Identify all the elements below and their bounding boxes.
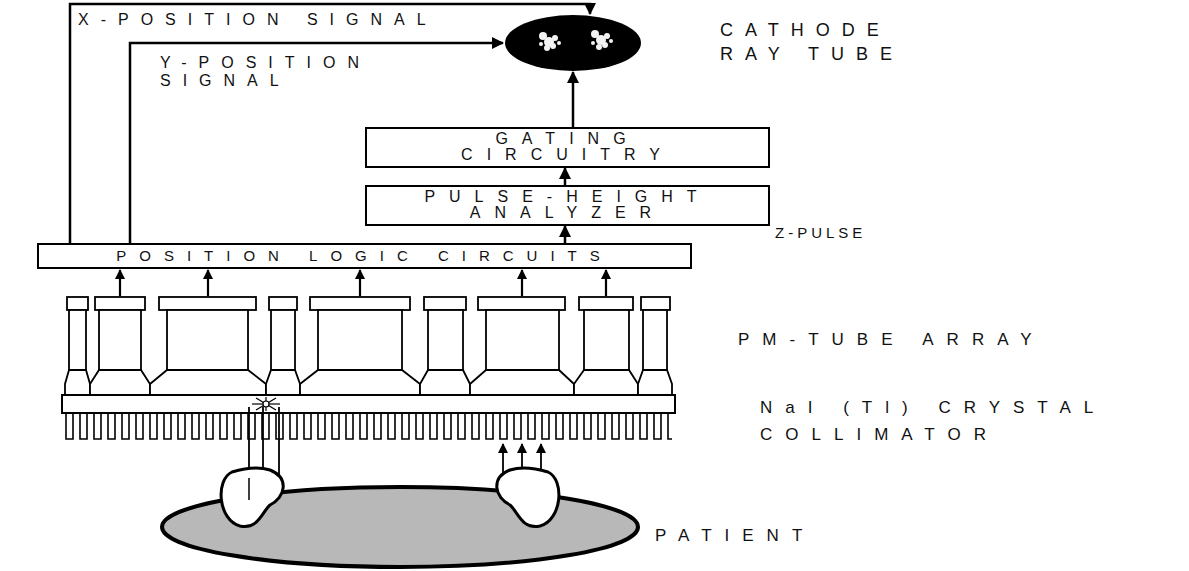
part-label: PATIENT [655, 526, 815, 546]
analyzer-box: PULSE-HEIGHT ANALYZER [365, 185, 770, 226]
scintillation-flash [252, 397, 280, 411]
signal-label: Z-PULSE [775, 224, 866, 242]
signal-label: X-POSITION SIGNAL [78, 11, 438, 29]
logic-box: POSITION LOGIC CIRCUITS [37, 243, 692, 269]
signal-label: Y-POSITION SIGNAL [160, 54, 460, 90]
box-label: PULSE-HEIGHT ANALYZER [398, 189, 738, 221]
signal-arrow [564, 226, 567, 243]
device-label: CATHODE RAY TUBE [720, 18, 960, 66]
part-label: COLLIMATOR [760, 425, 999, 445]
box-label: POSITION LOGIC CIRCUITS [116, 248, 613, 264]
nai-crystal [62, 395, 675, 413]
crt-display: CATHODE RAY TUBE [503, 14, 643, 72]
box-label: GATING CIRCUITRY [418, 131, 718, 163]
pm-tube-array [65, 297, 672, 395]
gamma-rays [249, 407, 541, 480]
gating-box: GATING CIRCUITRY [365, 127, 770, 168]
crt-screen [503, 14, 643, 72]
part-label: NaI (Tl) CRYSTAL [760, 398, 1106, 418]
tube-output-arrows [120, 270, 606, 296]
part-label: PM-TUBE ARRAY [738, 330, 1045, 350]
kidney-right [497, 468, 559, 527]
signal-arrow [572, 72, 575, 127]
kidney-left [221, 468, 283, 527]
signal-arrow [564, 168, 567, 185]
collimator [63, 413, 672, 442]
ray-over-kidney [248, 478, 250, 500]
